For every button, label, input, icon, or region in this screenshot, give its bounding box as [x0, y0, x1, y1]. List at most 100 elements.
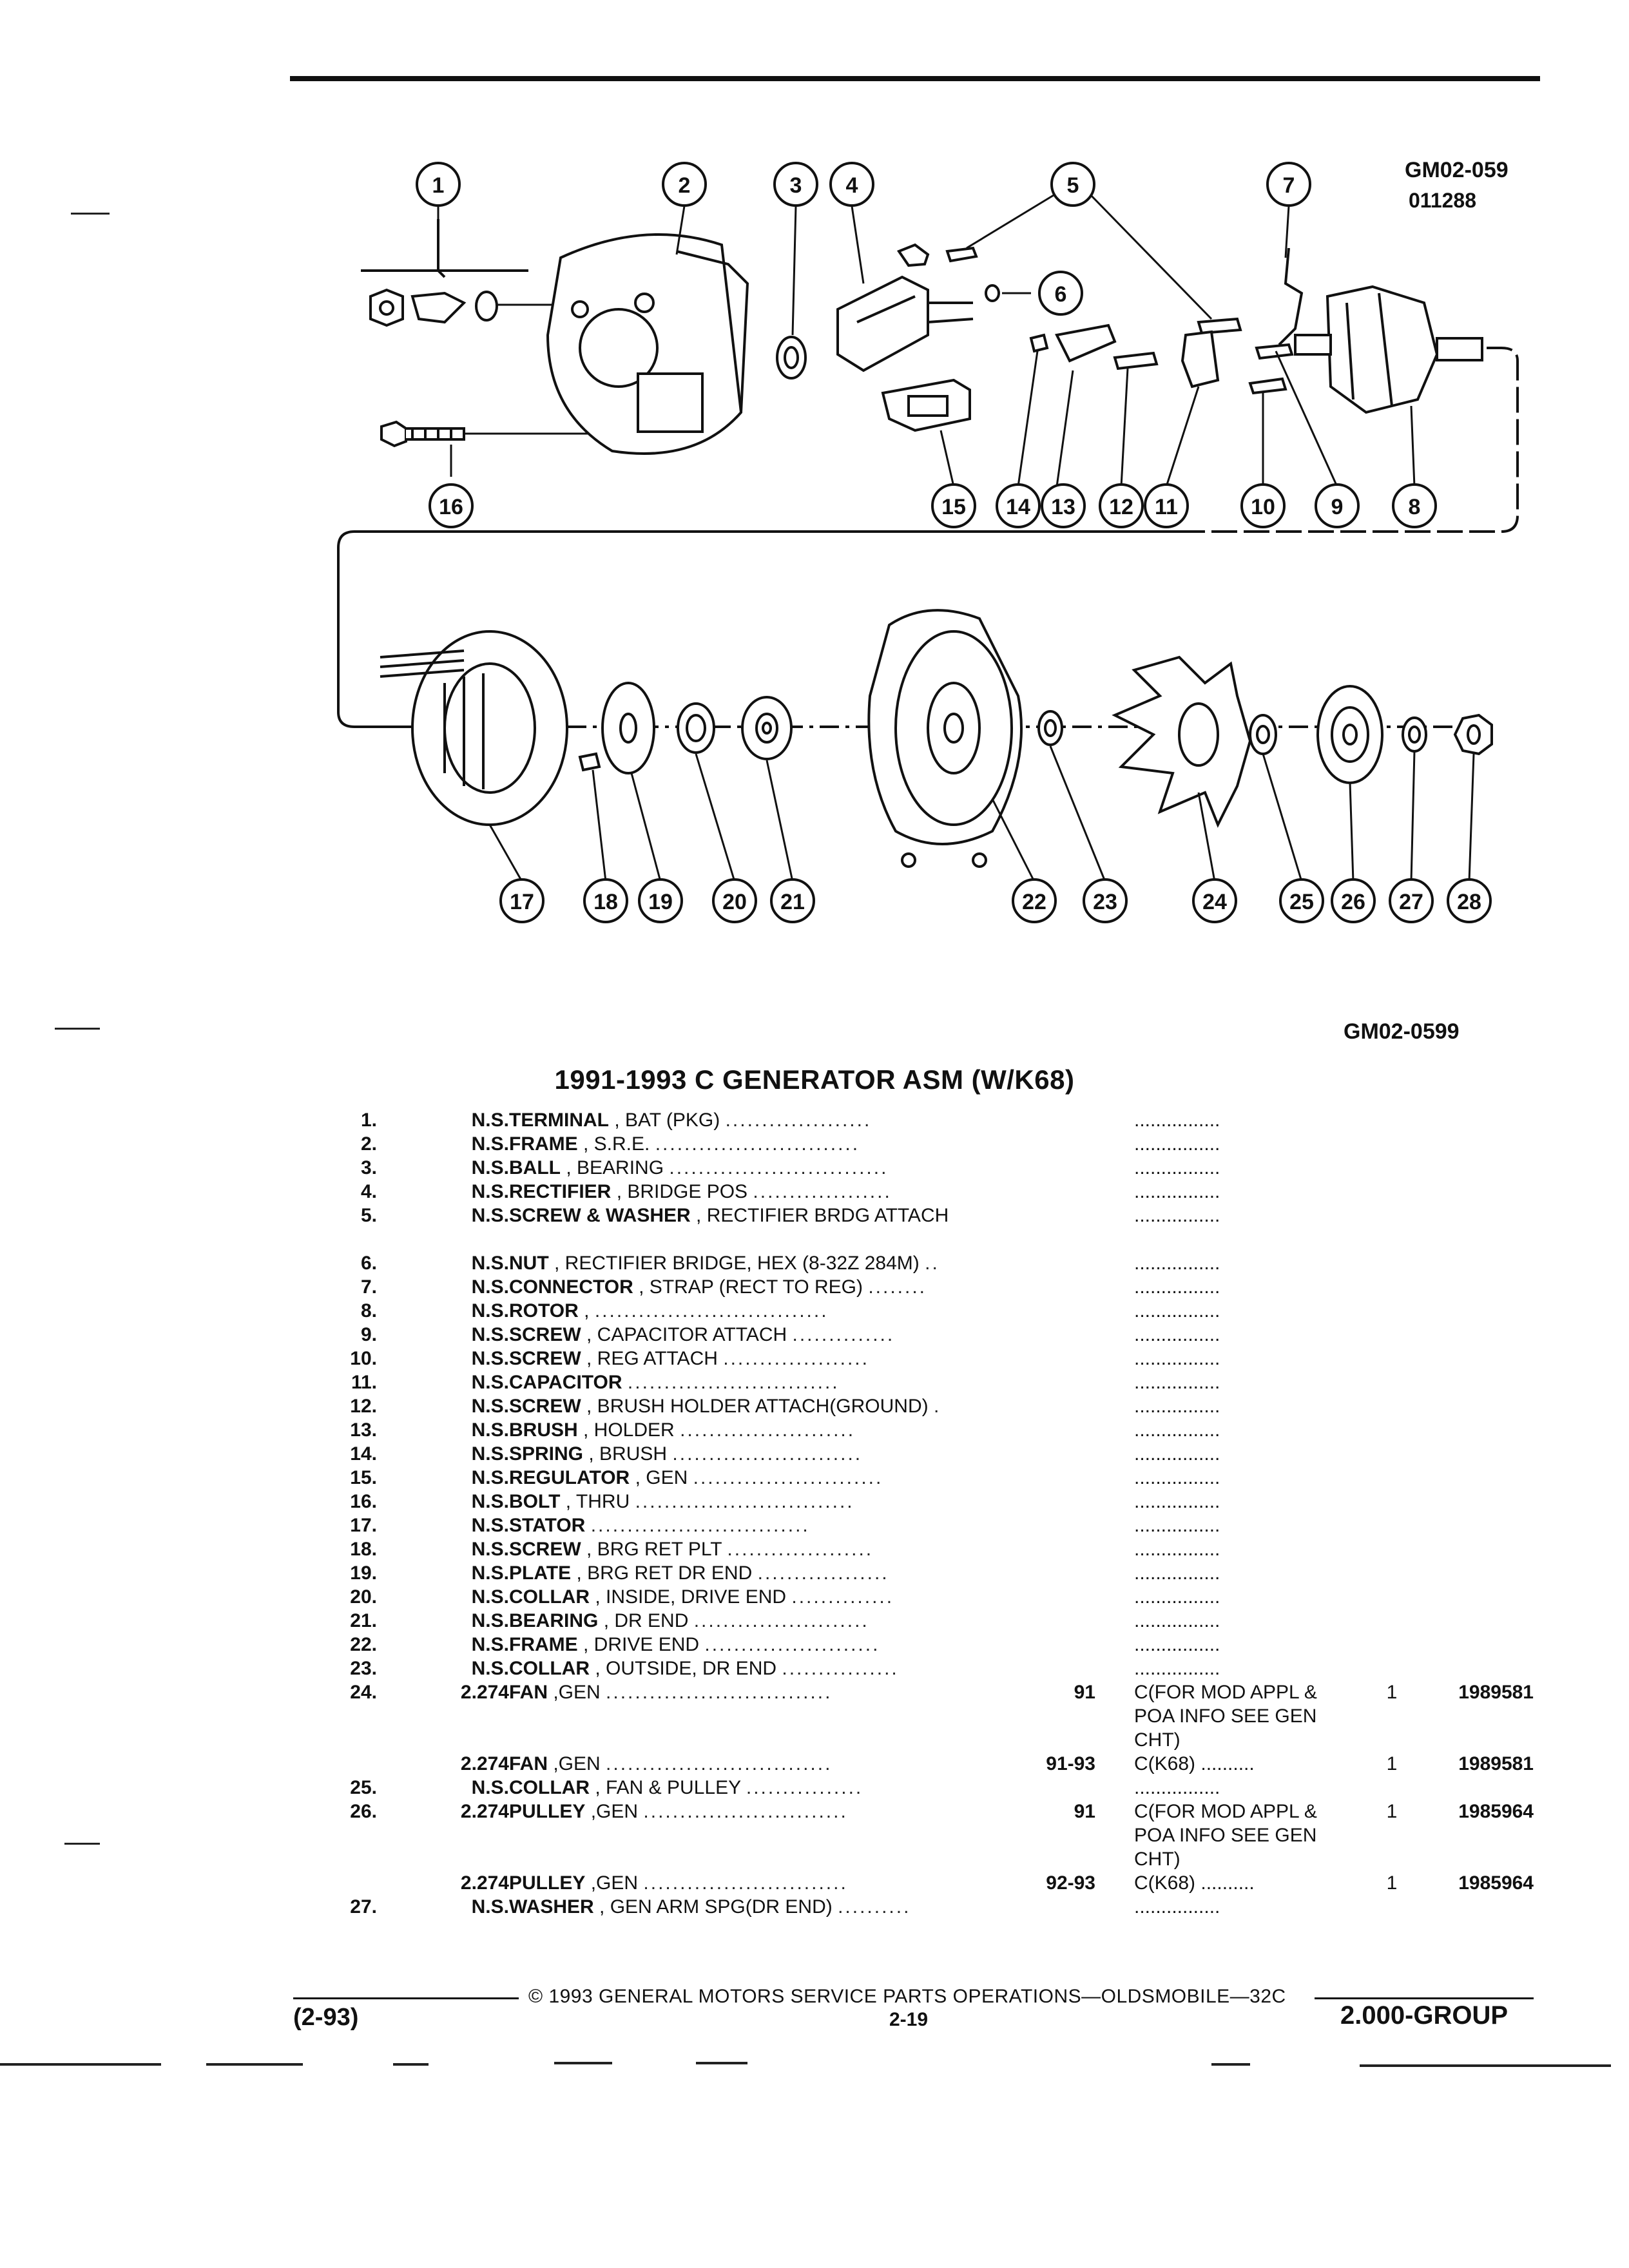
table-row: 17.N.S.STATOR ..........................… — [296, 1514, 1553, 1537]
group-number: N.S. — [471, 1157, 509, 1178]
part-description: SCREW , CAPACITOR ATTACH .............. — [509, 1323, 1073, 1347]
application: ................ — [1134, 1324, 1220, 1345]
group-number: N.S. — [471, 1896, 509, 1917]
part-name: BEARING — [509, 1610, 599, 1631]
table-row: 25.N.S.COLLAR , FAN & PULLEY ...........… — [296, 1776, 1553, 1800]
part-description: SCREW , BRG RET PLT .................... — [509, 1537, 1073, 1561]
part-description: SPRING , BRUSH .........................… — [509, 1442, 1073, 1466]
table-row: 19.N.S.PLATE , BRG RET DR END ..........… — [296, 1561, 1553, 1585]
leader-dots: ............................... — [606, 1753, 833, 1774]
callout-10: 10 — [1251, 495, 1275, 519]
table-row: 12.N.S.SCREW , BRUSH HOLDER ATTACH(GROUN… — [296, 1394, 1553, 1418]
part-name: COLLAR — [509, 1777, 590, 1798]
application: ................ — [1134, 1157, 1220, 1178]
part-description: COLLAR , FAN & PULLEY ................ — [509, 1776, 1073, 1800]
table-row: 27.N.S.WASHER , GEN ARM SPG(DR END) ....… — [296, 1895, 1553, 1919]
table-row: 13.N.S.BRUSH , HOLDER ..................… — [296, 1418, 1553, 1442]
part-number-ref: 9. — [360, 1324, 377, 1345]
part-description: FRAME , DRIVE END ......................… — [509, 1633, 1073, 1657]
quantity: 1 — [1386, 1801, 1398, 1822]
part-number-ref: 25. — [350, 1777, 377, 1798]
table-row: 9.N.S.SCREW , CAPACITOR ATTACH .........… — [296, 1323, 1553, 1347]
table-row: 4.N.S.RECTIFIER , BRIDGE POS ...........… — [296, 1180, 1553, 1204]
leader-dots: ................... — [753, 1181, 892, 1202]
part-description: ROTOR , ................................ — [509, 1299, 1073, 1323]
leader-dots: .............. — [791, 1586, 894, 1608]
leader-dots: ............................... — [606, 1682, 833, 1703]
leader-dots: .................... — [727, 1539, 874, 1560]
part-desc-detail: , CAPACITOR ATTACH — [586, 1324, 787, 1345]
table-row: 15.N.S.REGULATOR , GEN .................… — [296, 1466, 1553, 1490]
part-number-ref: 17. — [350, 1515, 377, 1536]
part-description: WASHER , GEN ARM SPG(DR END) .......... — [509, 1895, 1073, 1919]
outside-collar — [1037, 710, 1063, 746]
table-row: 2.N.S.FRAME , S.R.E. ...................… — [296, 1132, 1553, 1156]
callout-11: 11 — [1155, 495, 1178, 519]
leader-dots: ............................ — [643, 1872, 848, 1894]
callout-22: 22 — [1022, 890, 1046, 914]
part-description: PLATE , BRG RET DR END .................… — [509, 1561, 1073, 1585]
part-desc-detail: , REG ATTACH — [586, 1348, 718, 1369]
group-number: 2.274 — [460, 1682, 509, 1703]
table-row: 11.N.S.CAPACITOR .......................… — [296, 1370, 1553, 1394]
part-desc-detail: , DR END — [603, 1610, 689, 1631]
part-name: PLATE — [509, 1562, 572, 1584]
bottom-rule — [554, 2062, 612, 2064]
part-desc-detail: , INSIDE, DRIVE END — [595, 1586, 787, 1608]
leader-dots: .......................... — [672, 1443, 863, 1465]
table-row: 10.N.S.SCREW , REG ATTACH ..............… — [296, 1347, 1553, 1370]
rectifier-bridge — [836, 243, 974, 372]
part-name: COLLAR — [509, 1586, 590, 1608]
margin-mark — [55, 1028, 100, 1030]
quantity: 1 — [1386, 1872, 1398, 1894]
group-number: N.S. — [471, 1348, 509, 1369]
group-number: 2.274 — [460, 1872, 509, 1894]
leader-dots: ................................ — [594, 1300, 829, 1321]
part-name: ROTOR — [509, 1300, 579, 1321]
part-number-ref: 26. — [350, 1801, 377, 1822]
part-description: NUT , RECTIFIER BRIDGE, HEX (8-32Z 284M)… — [509, 1251, 1073, 1275]
application: ................ — [1134, 1896, 1220, 1917]
part-number-ref: 19. — [350, 1562, 377, 1584]
application: ................ — [1134, 1300, 1220, 1321]
part-desc-detail: , GEN ARM SPG(DR END) — [599, 1896, 833, 1917]
group-number: N.S. — [471, 1276, 509, 1298]
part-name: RECTIFIER — [509, 1181, 612, 1202]
generator-exploded-diagram: 1 2 3 4 5 6 7 16 15 14 13 12 11 10 9 8 1… — [337, 162, 1519, 923]
quantity: 1 — [1386, 1682, 1398, 1703]
table-row: 6.N.S.NUT , RECTIFIER BRIDGE, HEX (8-32Z… — [296, 1251, 1553, 1275]
part-name: TERMINAL — [509, 1110, 609, 1131]
part-description: SCREW , REG ATTACH .................... — [509, 1347, 1073, 1370]
group-number: N.S. — [471, 1515, 509, 1536]
callout-3: 3 — [790, 173, 802, 198]
table-row: 22.N.S.FRAME , DRIVE END ...............… — [296, 1633, 1553, 1657]
part-number-ref: 21. — [350, 1610, 377, 1631]
part-name: FAN — [509, 1682, 548, 1703]
application: ................ — [1134, 1539, 1220, 1560]
leader-lines — [437, 192, 1475, 882]
part-name: CAPACITOR — [509, 1372, 622, 1393]
part-name: STATOR — [509, 1515, 586, 1536]
application: ................ — [1134, 1562, 1220, 1584]
callout-23: 23 — [1093, 890, 1117, 914]
part-name: PULLEY — [509, 1872, 586, 1894]
leader-dots: ............................ — [643, 1801, 848, 1822]
part-desc-detail: , RECTIFIER BRIDGE, HEX (8-32Z 284M) — [554, 1253, 920, 1274]
leader-dots: . — [933, 1396, 941, 1417]
part-number-ref: 15. — [350, 1467, 377, 1488]
table-row: 1.N.S.TERMINAL , BAT (PKG) .............… — [296, 1108, 1553, 1132]
part-description: BEARING , DR END .......................… — [509, 1609, 1073, 1633]
application: C(FOR MOD APPL & POA INFO SEE GEN CHT) — [1134, 1682, 1317, 1751]
group-number: N.S. — [471, 1443, 509, 1465]
application: C(K68) .......... — [1134, 1753, 1255, 1774]
footer-page-number: 2-19 — [889, 2009, 929, 2030]
application: C(K68) .......... — [1134, 1872, 1255, 1894]
drive-end-frame — [867, 609, 1023, 868]
application: ................ — [1134, 1467, 1220, 1488]
margin-mark — [71, 213, 110, 215]
leader-dots: .............................. — [635, 1491, 854, 1512]
bottom-rule — [0, 2063, 161, 2066]
sre-frame — [546, 233, 749, 455]
part-number-ref: 22. — [350, 1634, 377, 1655]
